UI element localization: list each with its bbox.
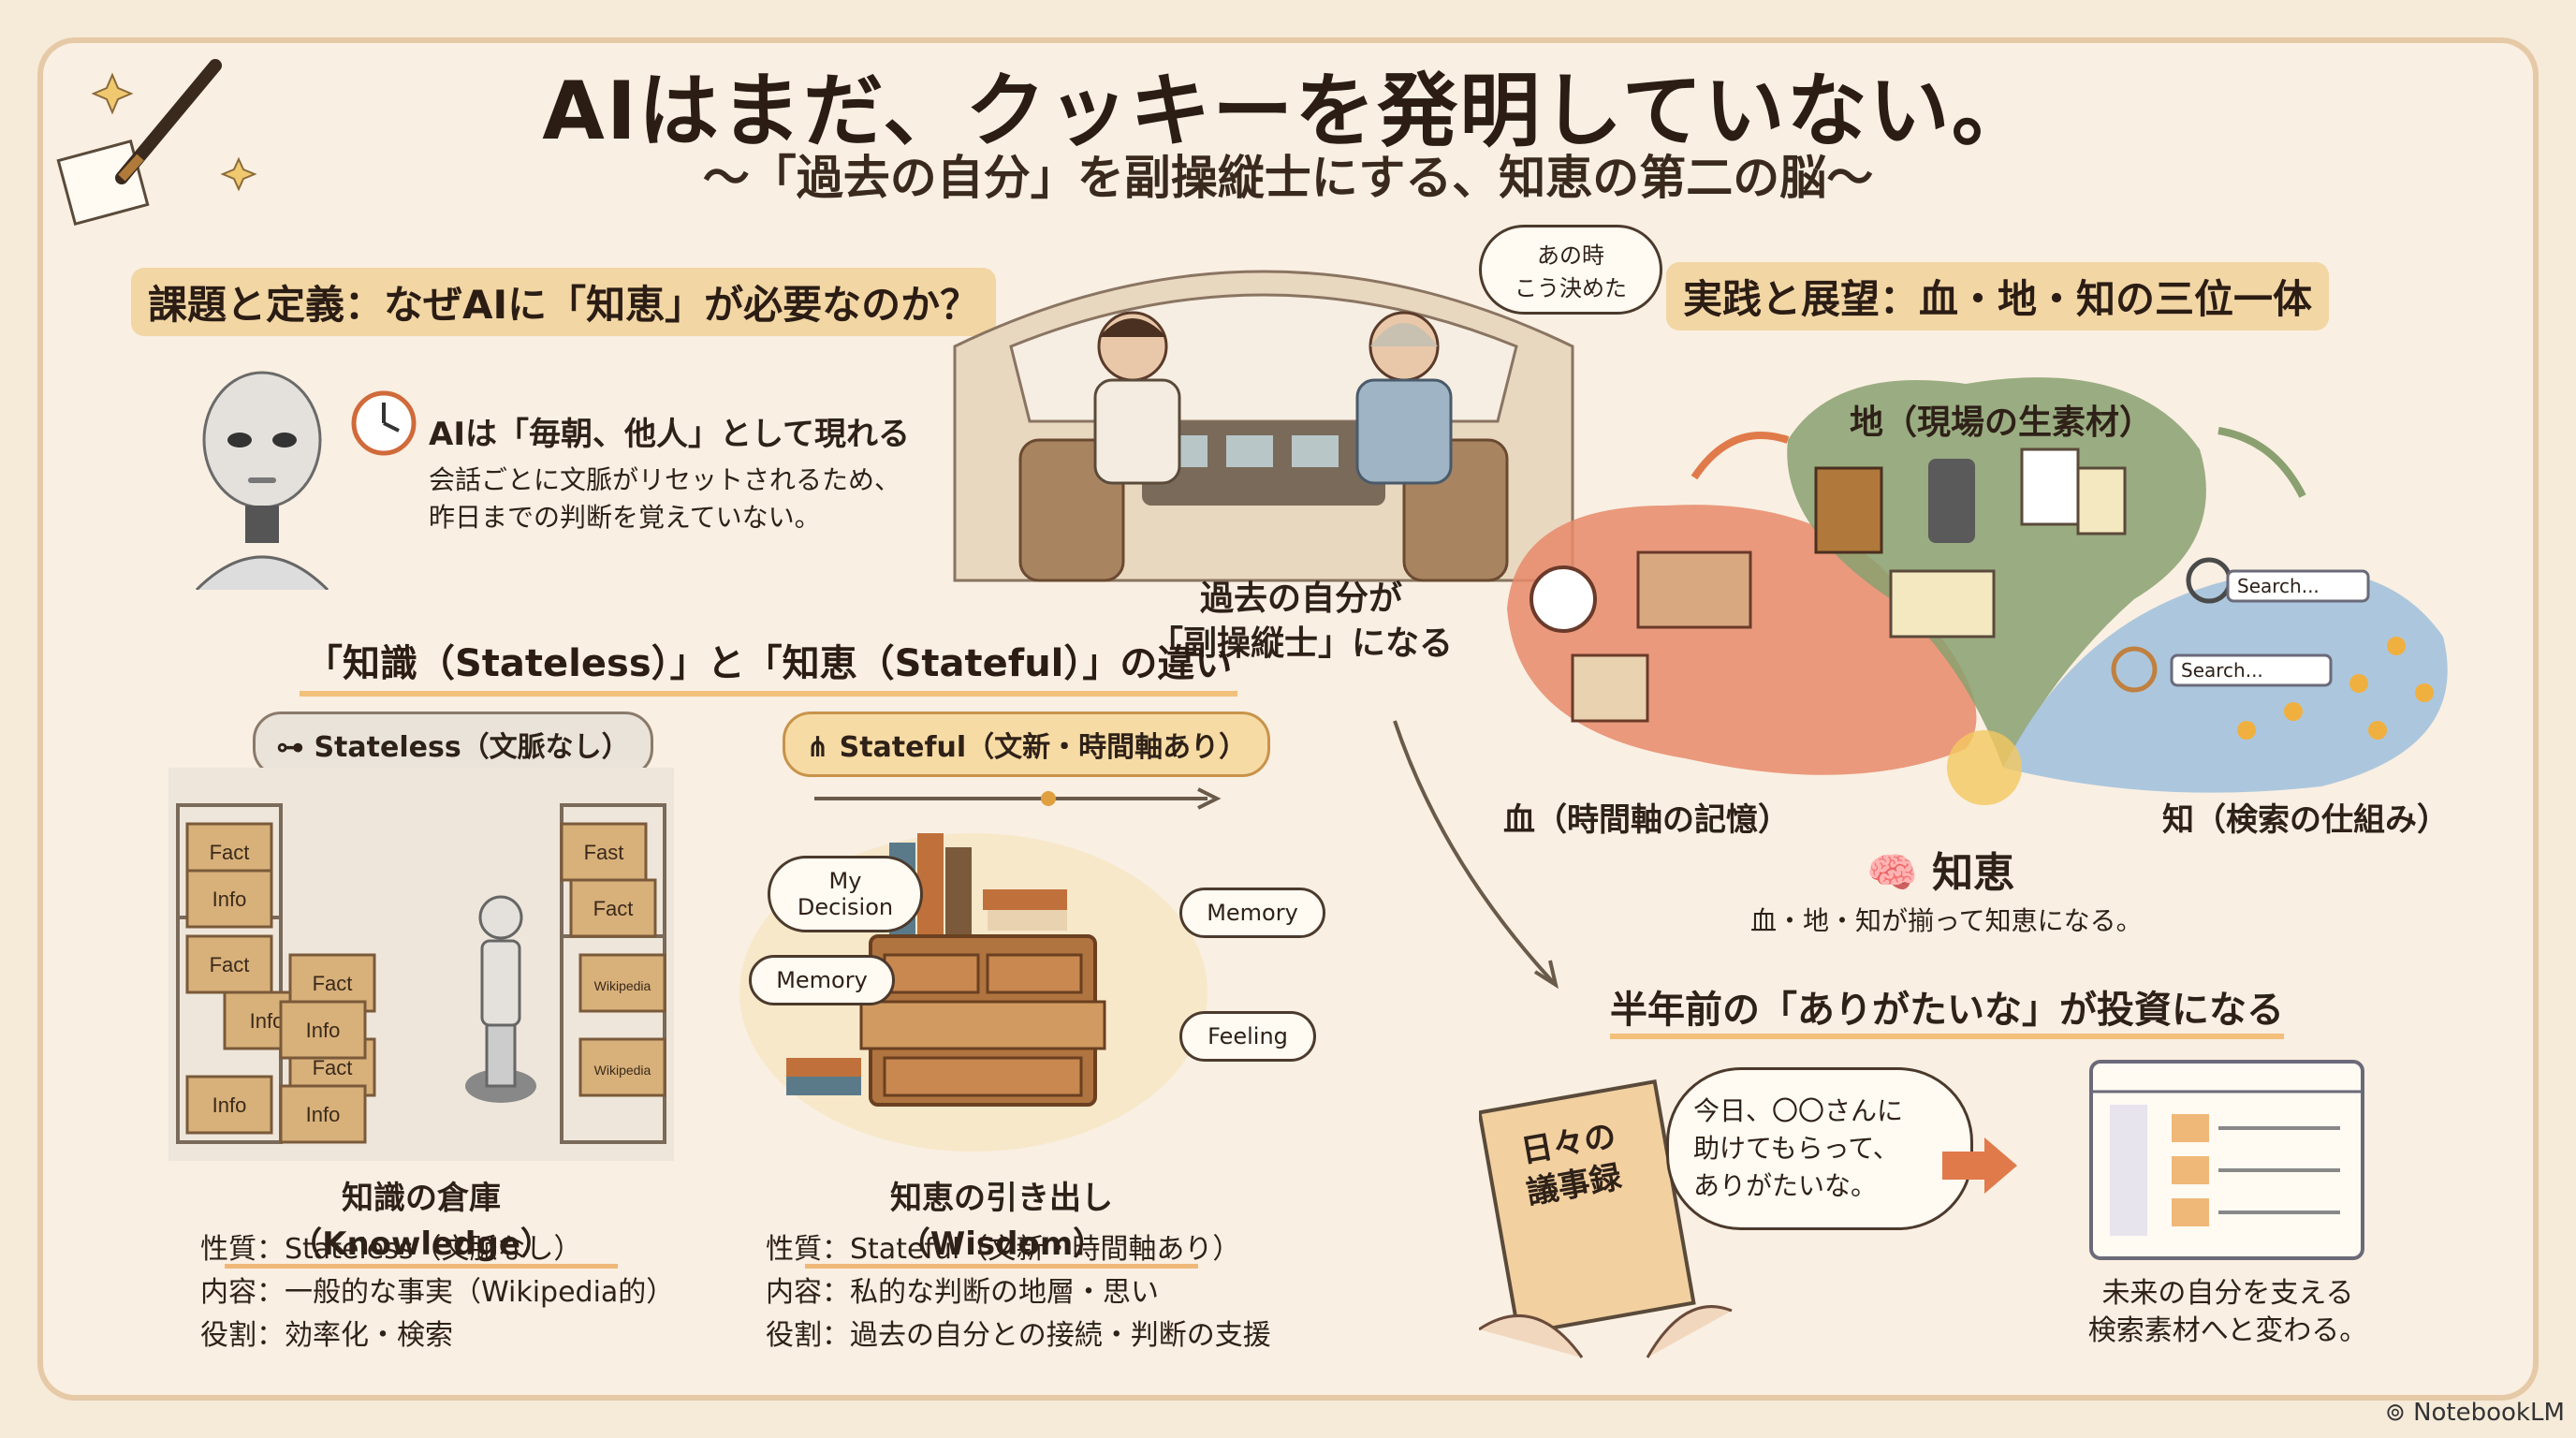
warehouse-box-label: Info [306,1019,341,1042]
warehouse-box [279,1000,367,1060]
warehouse-box-label: Fact [210,953,250,976]
warehouse-box [578,1037,666,1097]
thought-bubble-line-1: あの時 [1537,242,1604,269]
problem-point-body-2: 昨日までの判断を覚えていない。 [429,502,821,533]
gratitude-heading: 半年前の「ありがたいな」が投資になる [1610,979,2284,1039]
cockpit-illustration [953,270,1574,582]
cockpit-caption-1: 過去の自分が [1199,580,1402,618]
footer-brand: ⊚ NotebookLM [2385,1399,2565,1427]
problem-heading: 課題と定義：なぜAIに「知恵」が必要なのか？ [131,268,997,336]
knowledge-caption: 知識の倉庫（Knowledge） [225,1172,618,1269]
page-title: AIはまだ、クッキーを発明していない。 [542,65,2034,158]
warehouse-box-label: Wikipedia [594,1063,651,1078]
earth-label: 地（現場の生素材） [1850,404,2154,442]
cockpit-caption-2: 「副操縦士」になる [1149,624,1453,663]
problem-point-title: AIは「毎朝、他人」として現れる [429,416,910,453]
browser-window-icon [2089,1060,2364,1260]
gratitude-speech-bubble: 今日、〇〇さんに 助けてもらって、 ありがたいな。 [1666,1067,1973,1230]
warehouse-box-label: Info [250,1009,285,1033]
arrow-right-icon [1942,1137,2017,1194]
speech-line: 今日、〇〇さんに [1693,1095,1904,1126]
blood-label: 血（時間軸の記憶） [1503,801,1790,839]
wisdom-rows: 性質：Stateful（文新・時間軸あり） 内容：私的な判断の地層・思い 役割：… [766,1228,1271,1357]
knowledge-label: 知（検索の仕組み） [2162,801,2449,839]
wisdom-row: 役割：過去の自分との接続・判断の支援 [766,1319,1271,1352]
warehouse-box-label: Fact [210,841,250,864]
wisdom-caption-text: 血・地・知が揃って知恵になる。 [1750,905,2143,936]
knowledge-row: 内容：一般的な事実（Wikipedia的） [200,1276,675,1309]
network-icon: ⋔ [806,731,840,764]
stateful-pill-label: Stateful（文新・時間軸あり） [839,731,1248,764]
timeline-arrow [814,787,1222,810]
knowledge-rows: 性質：Stateless（文脈なし） 内容：一般的な事実（Wikipedia的）… [200,1228,674,1357]
knowledge-row: 性質：Stateless（文脈なし） [200,1233,582,1266]
warehouse-box [569,878,657,938]
practice-heading: 実践と展望：血・地・知の三位一体 [1666,262,2330,330]
warehouse-box-label: Fact [593,897,634,920]
wisdom-label: 🧠 知恵 [1866,839,2014,899]
drawer-bubble-memory-1: Memory [1179,888,1325,938]
speech-line: ありがたいな。 [1693,1170,1878,1201]
warehouse-box-label: Info [212,1093,247,1117]
warehouse-box [185,934,273,994]
warehouse-box-label: Fast [584,841,624,864]
gratitude-result-1: 未来の自分を支える [2101,1277,2354,1310]
node-icon: ⊶ [276,731,315,764]
warehouse-box-label: Wikipedia [594,978,651,993]
warehouse-box [185,869,273,929]
search-box-2: Search... [2181,659,2263,682]
wisdom-row: 内容：私的な判断の地層・思い [766,1276,1159,1309]
robot-icon [195,371,329,590]
stateless-pill-label: Stateless（文脈なし） [314,731,630,764]
knowledge-row: 役割：効率化・検索 [200,1319,453,1352]
warehouse-box [578,953,666,1013]
page-subtitle: 〜「過去の自分」を副操縦士にする、知恵の第二の脳〜 [702,151,1874,205]
drawer-bubble-decision: My Decision [768,856,923,932]
gratitude-result-2: 検索素材へと変わる。 [2087,1314,2368,1347]
footer-brand-text: NotebookLM [2413,1399,2565,1427]
warehouse-box [185,1075,273,1135]
problem-point-body-1: 会話ごとに文脈がリセットされるため、 [429,464,901,495]
thought-bubble-line-2: こう決めた [1515,275,1627,301]
thought-bubble: あの時 こう決めた [1479,225,1662,315]
warehouse-box-label: Info [306,1103,341,1126]
wisdom-label-text: 知恵 [1932,849,2015,897]
stateless-pill: ⊶ Stateless（文脈なし） [253,712,653,777]
wisdom-caption: 知恵の引き出し（Wisdom） [805,1172,1198,1269]
warehouse-box [560,822,648,882]
speech-line: 助けてもらって、 [1693,1133,1899,1164]
drawer-bubble-memory-2: Memory [749,955,895,1005]
brain-icon: 🧠 [1866,849,1918,897]
wisdom-row: 性質：Stateful（文新・時間軸あり） [766,1233,1241,1266]
difference-heading: 「知識（Stateless）」と「知恵（Stateful）」の違い [300,629,1238,697]
warehouse-box-label: Info [212,888,247,911]
drawer-bubble-feeling: Feeling [1179,1011,1316,1062]
search-box-1: Search... [2237,575,2320,597]
pen-and-stars-icon [56,59,257,226]
warehouse-box-label: Fact [313,1056,353,1079]
notebooklm-logo-icon: ⊚ [2385,1399,2414,1427]
clock-icon [351,390,417,456]
warehouse-box-label: Fact [313,972,353,995]
warehouse-box [279,1084,367,1144]
flow-arrow [1393,720,1559,990]
trinity-diagram [1507,377,2448,805]
notebook-icon [1479,1079,1733,1358]
stateful-pill: ⋔ Stateful（文新・時間軸あり） [783,712,1271,777]
